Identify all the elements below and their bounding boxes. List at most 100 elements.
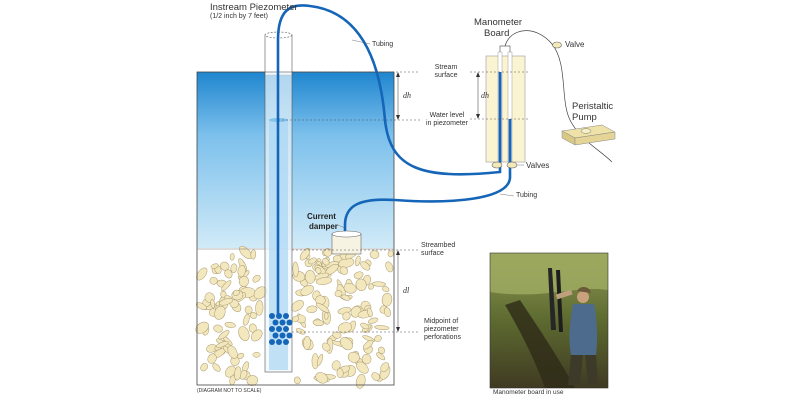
gravel-stone [213, 324, 223, 333]
gravel-stone [361, 353, 372, 365]
perforation-hole [272, 332, 279, 339]
photo-caption: Manometer board in use [493, 389, 564, 396]
gravel-stone [360, 261, 371, 271]
gravel-stone [316, 277, 333, 285]
gravel-stone [315, 372, 328, 384]
gravel-stone [355, 278, 367, 292]
leader-damper [337, 224, 346, 229]
gravel-stone [214, 305, 226, 320]
gravel-stone [342, 311, 351, 321]
gravel-stone [347, 351, 360, 363]
pump-label-2: Pump [572, 112, 597, 123]
gravel-stone [244, 305, 253, 315]
gravel-stone [220, 261, 230, 271]
perforation-hole [276, 326, 282, 332]
pump-rotor [580, 128, 592, 134]
gravel-stone [381, 292, 393, 307]
gravel-stone [308, 257, 317, 265]
gravel-stone [323, 312, 329, 320]
water-level-label-2: in piezometer [425, 120, 469, 127]
gravel-stone [378, 346, 385, 354]
valve-top[interactable] [552, 41, 562, 49]
damper-label-1: Current [307, 212, 336, 221]
tubing-top-label: Tubing [372, 41, 394, 48]
peristaltic-pump-side [574, 131, 616, 146]
gravel-stone [299, 248, 311, 261]
manometer-label-2: Board [484, 28, 510, 39]
gravel-stone [306, 305, 318, 313]
midpoint-label-2: piezometer [424, 326, 459, 333]
gravel-stone [369, 250, 380, 259]
gravel-stone [353, 271, 364, 279]
leader-tubing-top [351, 39, 371, 45]
valve-right[interactable] [506, 161, 518, 169]
gravel-stone [210, 263, 219, 269]
not-to-scale-label: (DIAGRAM NOT TO SCALE) [197, 388, 262, 394]
valve-left[interactable] [491, 161, 503, 169]
piezometer-perforations [269, 313, 293, 345]
gravel-stone [295, 328, 306, 335]
perforation-hole [276, 339, 282, 345]
gravel-stone [303, 335, 311, 350]
streambed-label-2: surface [421, 250, 444, 257]
midpoint-label-3: perforations [424, 334, 461, 341]
stream-surface-label-1: Stream [434, 64, 458, 71]
gravel-stone [334, 290, 343, 297]
midpoint-label-1: Midpoint of [424, 318, 459, 325]
manometer-fluid-2 [508, 119, 512, 162]
gravel-stone [322, 257, 330, 266]
gravel-stones [195, 245, 394, 389]
damper-label-2: damper [309, 222, 338, 231]
gravel-stone [356, 361, 369, 374]
perforation-hole [283, 313, 289, 319]
gravel-stone [250, 249, 257, 260]
manometer-label-1: Manometer [474, 17, 523, 28]
gravel-stone [238, 276, 249, 287]
gravel-stone [385, 261, 394, 273]
dl-arrow-down [396, 327, 400, 332]
gravel-stone [224, 321, 236, 328]
gravel-stone [255, 300, 264, 316]
gravel-stone [200, 363, 208, 372]
stream-box-outline [196, 71, 395, 386]
gravel-stone [337, 322, 352, 334]
gravel-stone [234, 366, 242, 381]
gravel-stone [220, 290, 227, 298]
gravel-stone [312, 319, 324, 327]
gravel-stone [380, 362, 390, 373]
gravel-stone [243, 313, 250, 326]
gravel-stone [360, 322, 370, 330]
gravel-stone [230, 263, 238, 273]
dh-label-right: dh [481, 91, 489, 100]
gravel-stone [374, 325, 390, 331]
gravel-stone [331, 360, 341, 371]
dh-label-left: dh [403, 91, 411, 100]
gravel-stone [376, 352, 386, 361]
perforation-hole [279, 319, 286, 326]
water-level-label-1: Water level [429, 112, 465, 119]
current-damper-top [331, 230, 362, 238]
perforation-hole [283, 326, 289, 332]
gravel-stone [387, 250, 394, 258]
perforation-hole [272, 319, 279, 326]
gravel-stone [292, 261, 299, 278]
perforation-hole [269, 339, 275, 345]
manometer-top-connector [499, 45, 511, 52]
gravel-stone [218, 330, 230, 340]
gravel-stone [221, 280, 232, 291]
dh-arrow-left-up [396, 72, 400, 77]
tubing-top [276, 4, 502, 318]
gravel-stone [195, 321, 209, 334]
gravel-stone [374, 335, 382, 342]
field-photo [489, 252, 609, 389]
gravel-stone [237, 264, 246, 278]
gravel-stone [339, 337, 353, 351]
gravel-stone [246, 375, 258, 386]
gravel-stone [315, 302, 330, 313]
manometer-fluid-1 [498, 72, 502, 162]
valves-label: Valves [526, 161, 550, 170]
gravel-stone [339, 266, 349, 275]
pump-label-1: Peristaltic [572, 101, 614, 112]
